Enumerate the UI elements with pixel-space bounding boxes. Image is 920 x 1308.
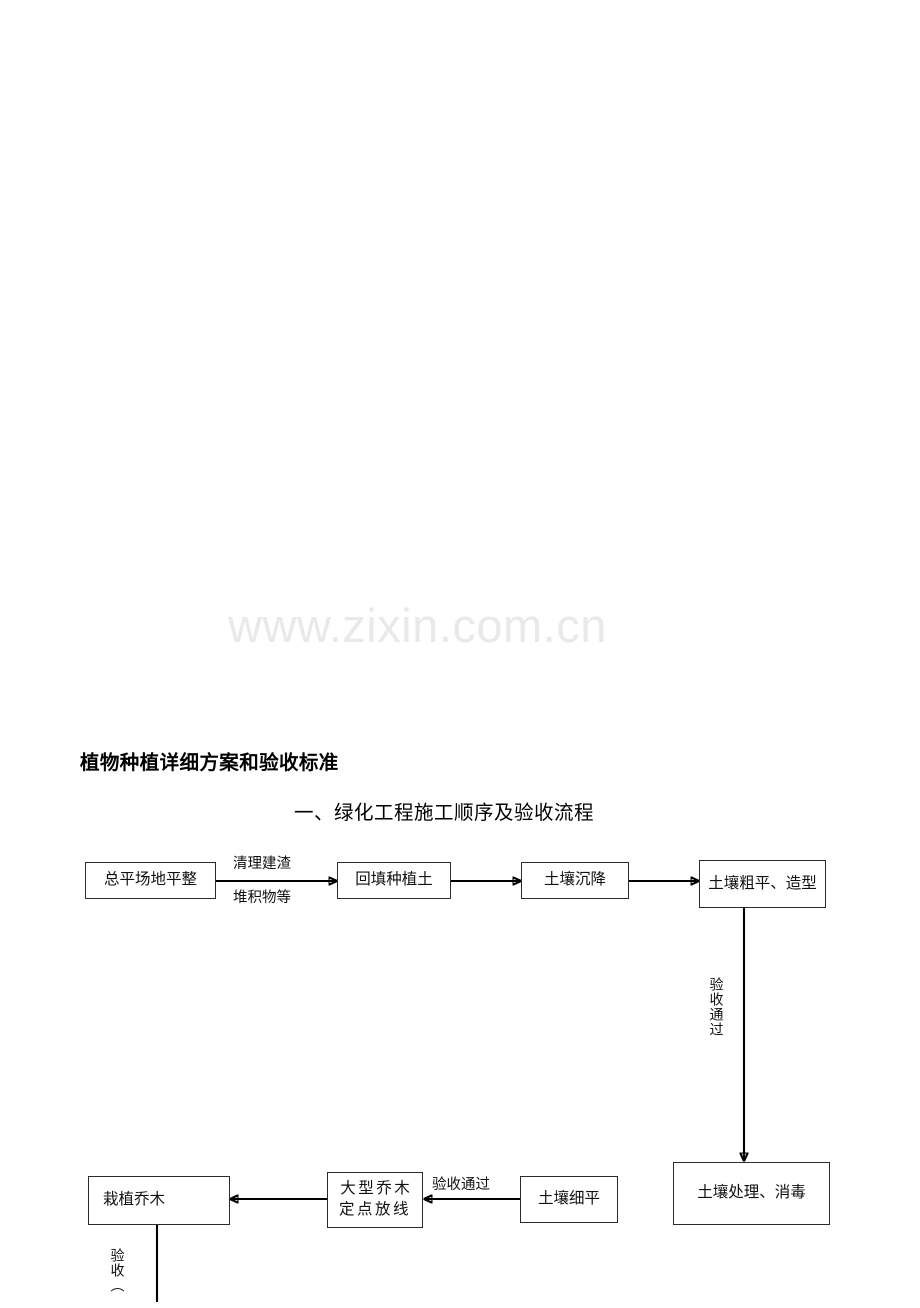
flow-node-site-leveling[interactable]: 总平场地平整 [85, 862, 216, 899]
section-subtitle: 一、绿化工程施工顺序及验收流程 [294, 803, 595, 824]
edge-label-inspection-pass-horizontal: 验收通过 [432, 1177, 490, 1193]
page-title: 植物种植详细方案和验收标准 [80, 752, 339, 774]
edge-label-inspection-truncated: 验收（ [108, 1248, 124, 1293]
edge-label-clear-debris-line1: 清理建渣 [233, 856, 291, 872]
page-watermark: www.zixin.com.cn [228, 599, 607, 652]
flow-node-backfill-planting-soil[interactable]: 回填种植土 [337, 862, 451, 899]
edge-label-inspection-pass-vertical: 验收通过 [707, 977, 723, 1037]
flow-node-soil-fine-leveling[interactable]: 土壤细平 [520, 1176, 618, 1223]
flow-node-soil-settlement[interactable]: 土壤沉降 [521, 862, 629, 899]
flow-node-soil-treatment-disinfection[interactable]: 土壤处理、消毒 [673, 1162, 830, 1225]
flow-node-soil-rough-leveling-shaping[interactable]: 土壤粗平、造型 [699, 860, 826, 908]
edge-label-clear-debris-line2: 堆积物等 [233, 890, 291, 906]
flow-node-plant-trees[interactable]: 栽植乔木 [88, 1176, 230, 1225]
flow-node-large-tree-staking[interactable]: 大型乔木 定点放线 [327, 1172, 423, 1228]
